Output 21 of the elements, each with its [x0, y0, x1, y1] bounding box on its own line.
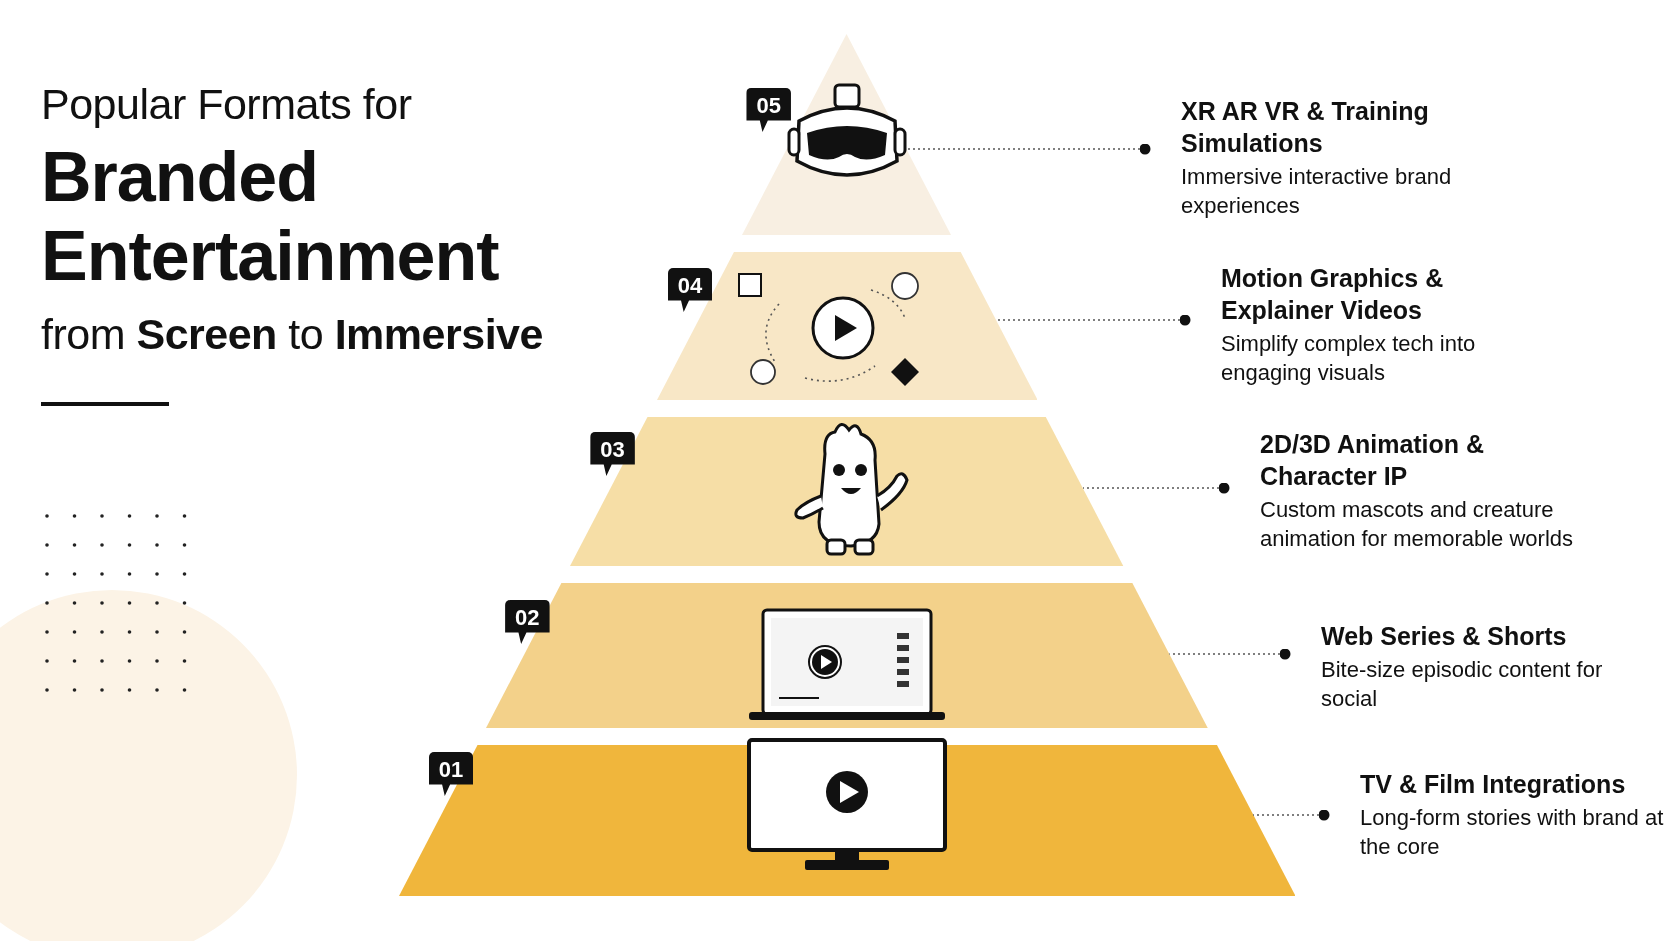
- tier-heading: 2D/3D Animation & Character IP: [1260, 429, 1486, 492]
- step-number-badge: 03: [590, 432, 635, 476]
- leader-line: [906, 143, 1151, 155]
- tier-heading: XR AR VR & Training Simulations: [1181, 96, 1430, 159]
- step-number-badge: 04: [667, 268, 713, 312]
- tier-description: Custom mascots and creature animation for memorable worlds: [1260, 496, 1575, 553]
- step-number-badge: 02: [505, 600, 550, 644]
- step-number-badge: 01: [428, 752, 474, 796]
- tier-description: Long-form stories with brand at the core: [1360, 804, 1665, 861]
- leader-line: [995, 314, 1191, 326]
- leader-line: [1168, 648, 1291, 660]
- leader-line: [1252, 809, 1330, 821]
- tier-heading: Web Series & Shorts: [1321, 621, 1568, 652]
- tier-heading: Motion Graphics & Explainer Videos: [1221, 263, 1445, 326]
- step-number-badge: 05: [746, 88, 791, 132]
- tier-description: Bite-size episodic content for social: [1321, 656, 1604, 713]
- leader-line: [1082, 482, 1230, 494]
- tier-description: Simplify complex tech into engaging visuals: [1221, 330, 1477, 387]
- title: Popular Formats for Branded Entertainment from Screen to Immersive: [41, 79, 544, 360]
- tier-heading: TV & Film Integrations: [1360, 769, 1627, 800]
- tier-description: Immersive interactive brand experiences: [1181, 163, 1453, 220]
